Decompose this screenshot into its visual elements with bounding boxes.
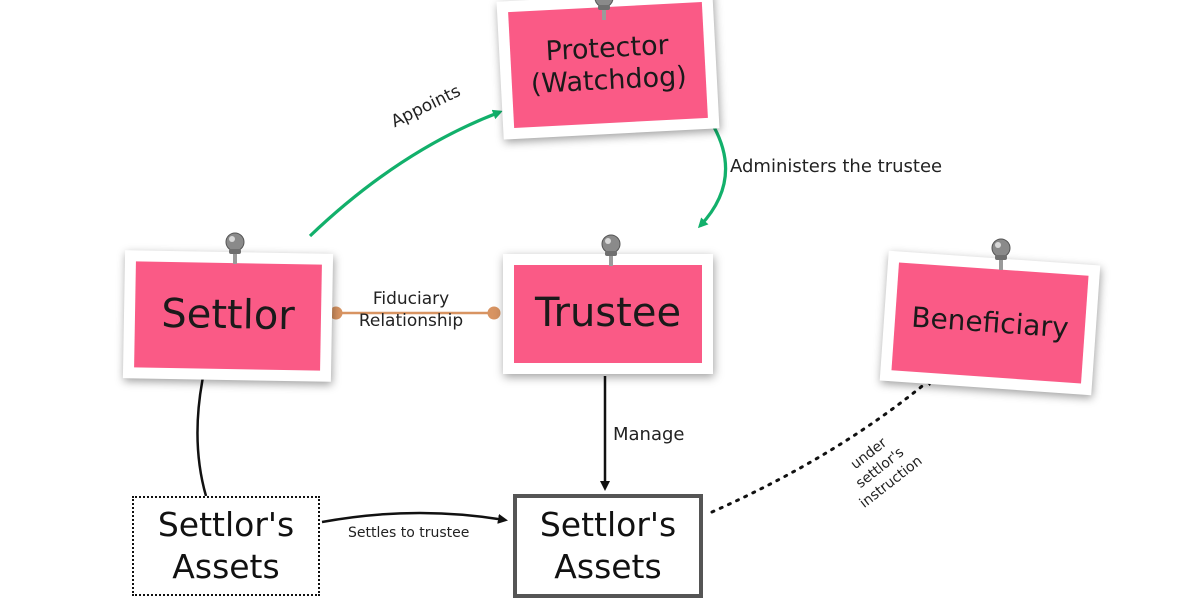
instruction-arrow	[710, 376, 935, 514]
settlor-to-assets-line	[196, 371, 208, 497]
settles-label: Settles to trustee	[348, 525, 470, 541]
settlor-card: Settlor	[122, 250, 334, 382]
settlor-assets-right-box: Settlor's Assets	[513, 494, 703, 598]
pushpin-icon	[594, 0, 614, 20]
pushpin-icon	[225, 232, 245, 264]
appoints-arrow	[308, 109, 503, 238]
pushpin-icon	[991, 238, 1011, 270]
trustee-card: Trustee	[503, 254, 713, 374]
settlor-assets-left-box: Settlor's Assets	[132, 496, 320, 596]
fiduciary-label: Fiduciary Relationship	[358, 289, 464, 332]
administers-arrow	[697, 113, 728, 229]
manage-label: Manage	[613, 424, 685, 445]
fiduciary-end-left	[329, 306, 343, 320]
settlor-label: Settlor	[134, 261, 322, 371]
trustee-label: Trustee	[514, 265, 702, 363]
beneficiary-label: Beneficiary	[891, 262, 1089, 384]
administers-label: Administers the trustee	[730, 156, 943, 177]
fiduciary-end-right	[487, 306, 501, 320]
settles-arrow	[321, 511, 508, 524]
pushpin-icon	[601, 234, 621, 266]
